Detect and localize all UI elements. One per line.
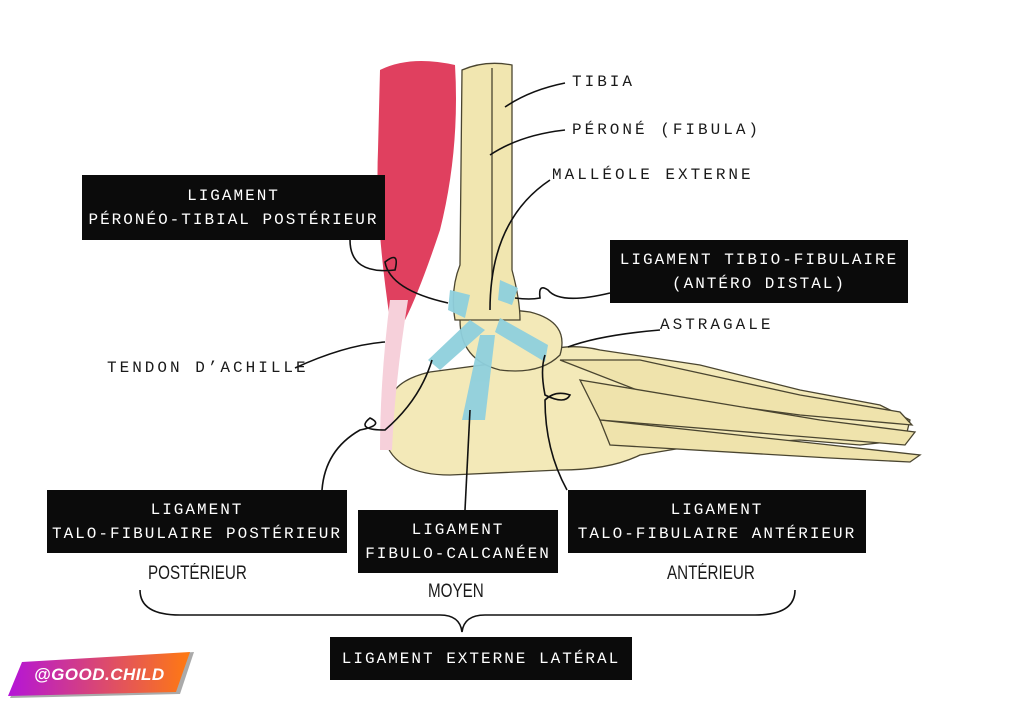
gastrocnemius-muscle: [377, 61, 456, 320]
group-anterior: ANTÉRIEUR: [667, 563, 755, 584]
label-ligament-externe-lateral: LIGAMENT EXTERNE LATÉRAL: [330, 637, 632, 680]
label-talo-fibulaire-anterior: LIGAMENT TALO-FIBULAIRE ANTÉRIEUR: [568, 490, 866, 553]
label-fibulo-calcaneen: LIGAMENT FIBULO-CALCANÉEN: [358, 510, 558, 573]
label-line: LIGAMENT EXTERNE LATÉRAL: [341, 649, 621, 668]
leader-lines: [139, 82, 796, 633]
label-line: LIGAMENT: [411, 520, 505, 539]
label-line: FIBULO-CALCANÉEN: [365, 544, 551, 563]
label-talo-fibulaire-posterior: LIGAMENT TALO-FIBULAIRE POSTÉRIEUR: [47, 490, 347, 553]
watermark-text: @GOOD.CHILD: [34, 665, 165, 684]
label-line: LIGAMENT: [187, 186, 280, 205]
label-tibio-fibulaire: LIGAMENT TIBIO-FIBULAIRE (ANTÉRO DISTAL): [610, 240, 908, 303]
label-line: LIGAMENT TIBIO-FIBULAIRE: [619, 250, 899, 269]
label-fibula: PÉRONÉ (FIBULA): [572, 121, 762, 139]
label-line: (ANTÉRO DISTAL): [671, 274, 847, 293]
label-astragalus: ASTRAGALE: [660, 316, 774, 334]
label-peroneo-tibial-posterior: LIGAMENT PÉRONÉO-TIBIAL POSTÉRIEUR: [82, 175, 385, 240]
label-line: TALO-FIBULAIRE ANTÉRIEUR: [577, 524, 857, 543]
ligaments: [428, 280, 548, 420]
label-line: TALO-FIBULAIRE POSTÉRIEUR: [51, 524, 343, 543]
group-middle: MOYEN: [428, 581, 484, 602]
label-line: LIGAMENT: [670, 500, 764, 519]
label-tibia: TIBIA: [572, 73, 636, 91]
watermark-logo: [8, 652, 194, 698]
label-malleolus: MALLÉOLE EXTERNE: [552, 166, 754, 184]
leg-bones: [452, 62, 521, 321]
group-posterior: POSTÉRIEUR: [148, 563, 247, 584]
label-line: LIGAMENT: [150, 500, 244, 519]
label-line: PÉRONÉO-TIBIAL POSTÉRIEUR: [88, 210, 379, 229]
achilles-tendon: [380, 300, 408, 450]
label-achilles: TENDON D’ACHILLE: [107, 359, 309, 377]
